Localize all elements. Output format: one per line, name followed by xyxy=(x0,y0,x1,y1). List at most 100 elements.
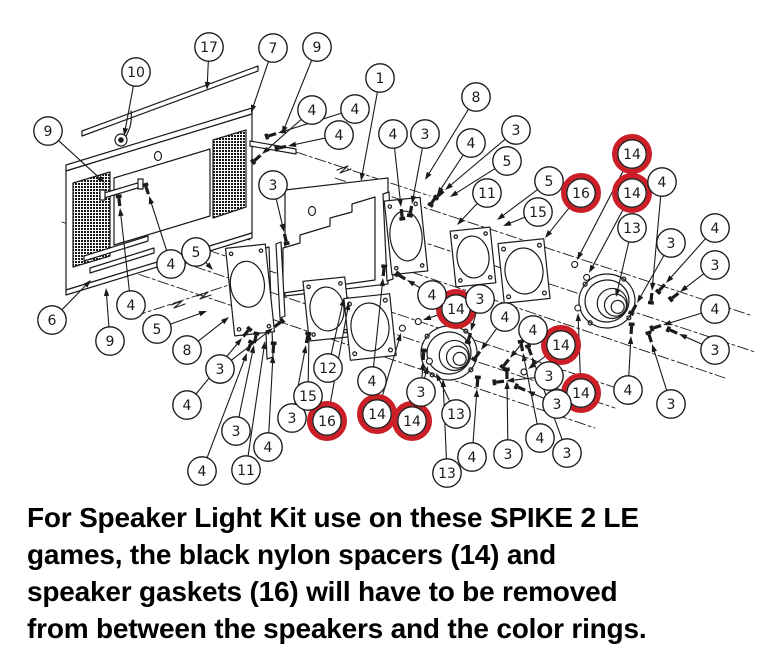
leader-arrow xyxy=(122,127,129,136)
balloon-4: 4 xyxy=(253,432,283,462)
screw-head-glyph xyxy=(246,325,253,333)
screw-head-glyph xyxy=(253,331,260,336)
balloon-number: 12 xyxy=(319,361,337,377)
leader-arrow xyxy=(506,377,515,383)
leader-arrow xyxy=(241,353,247,362)
balloon-3: 3 xyxy=(493,439,523,469)
leader-arrow xyxy=(148,196,155,205)
spacer-glyph xyxy=(583,273,591,281)
screw-glyph xyxy=(466,332,472,342)
balloon-14-highlighted: 14 xyxy=(357,394,398,435)
balloon-4: 4 xyxy=(297,95,327,125)
balloon-14-highlighted: 14 xyxy=(611,134,652,175)
leader-arrow xyxy=(198,311,207,317)
balloon-number: 4 xyxy=(264,440,273,456)
screw-head-glyph xyxy=(115,194,122,199)
screw-glyph xyxy=(629,325,634,335)
leader-arrow xyxy=(663,320,672,326)
balloon-3: 3 xyxy=(277,403,307,433)
balloon-14-highlighted: 14 xyxy=(392,401,433,442)
speaker-gasket xyxy=(497,238,551,304)
balloon-number: 4 xyxy=(536,431,545,447)
balloon-number: 16 xyxy=(572,186,590,202)
balloon-8: 8 xyxy=(461,82,491,112)
leader-arrow xyxy=(279,223,285,232)
leader-arrow xyxy=(306,332,312,341)
leader-arrow xyxy=(103,288,110,297)
balloon-5: 5 xyxy=(492,146,522,176)
balloon-4: 4 xyxy=(417,280,447,310)
balloon-10: 10 xyxy=(121,57,151,87)
leader-arrow xyxy=(521,353,528,362)
balloon-11: 11 xyxy=(472,178,502,208)
balloon-3: 3 xyxy=(465,284,495,314)
balloon-9: 9 xyxy=(95,326,125,356)
balloon-number: 5 xyxy=(545,174,554,190)
balloon-13: 13 xyxy=(441,399,471,429)
screw-head-glyph xyxy=(142,182,149,188)
balloon-4: 4 xyxy=(456,128,486,158)
screw-glyph xyxy=(271,344,276,354)
screw-glyph xyxy=(436,190,445,198)
leader-arrow xyxy=(423,366,429,375)
screw-glyph xyxy=(517,385,526,392)
balloon-14-highlighted: 14 xyxy=(611,173,652,214)
balloon-14-highlighted: 14 xyxy=(540,325,581,366)
balloon-16-highlighted: 16 xyxy=(560,173,601,214)
balloon-number: 1 xyxy=(376,71,385,87)
leader-arrow xyxy=(510,350,518,358)
spacer-glyph xyxy=(574,304,582,312)
speaker-frame xyxy=(302,276,352,342)
leader-arrow xyxy=(545,230,553,238)
balloon-number: 3 xyxy=(504,447,513,463)
leader-arrow xyxy=(637,294,644,303)
screw-head-glyph xyxy=(406,213,414,218)
screw-glyph xyxy=(658,283,666,292)
highlight-ring xyxy=(611,134,652,175)
balloon-number: 14 xyxy=(623,186,641,202)
screw-glyph xyxy=(475,378,480,388)
screw-head-glyph xyxy=(249,158,257,166)
screw-head-glyph xyxy=(627,310,635,317)
screw-head-glyph xyxy=(503,367,510,372)
balloon-number: 3 xyxy=(269,178,278,194)
leader-arrow xyxy=(532,357,538,366)
balloon-6: 6 xyxy=(37,305,67,335)
balloon-number: 3 xyxy=(417,385,426,401)
leader-arrow xyxy=(205,262,213,270)
screw-glyph xyxy=(669,328,678,335)
balloon-number: 13 xyxy=(447,407,465,423)
balloon-13: 13 xyxy=(432,458,462,488)
leader-arrow xyxy=(269,355,276,364)
balloon-7: 7 xyxy=(258,33,288,63)
leader-arrow xyxy=(261,341,267,350)
leader-arrow xyxy=(419,362,426,371)
screw-head-glyph xyxy=(464,339,472,345)
leader-arrow xyxy=(410,195,417,204)
balloon-number: 3 xyxy=(232,424,241,440)
leader-arrow xyxy=(503,220,512,226)
leader-arrow xyxy=(680,284,688,292)
balloon-number: 10 xyxy=(127,65,145,81)
leader-arrow xyxy=(445,182,453,190)
leader-arrow xyxy=(278,128,287,134)
balloon-number: 3 xyxy=(667,236,676,252)
balloon-4: 4 xyxy=(378,119,408,149)
speaker xyxy=(420,325,478,381)
balloon-number: 4 xyxy=(711,221,720,237)
speaker-frame xyxy=(224,243,276,337)
leader-arrow xyxy=(457,217,465,225)
leader-arrow xyxy=(437,186,444,195)
balloon-number: 5 xyxy=(192,245,201,261)
caption-line: For Speaker Light Kit use on these SPIKE… xyxy=(27,502,639,533)
balloon-number: 3 xyxy=(216,362,225,378)
screw-glyph xyxy=(408,205,414,215)
highlight-ring xyxy=(560,173,601,214)
spacer-glyph xyxy=(398,324,406,332)
screw-head-glyph xyxy=(645,330,652,336)
highlight-ring xyxy=(357,394,398,435)
balloon-5: 5 xyxy=(181,237,211,267)
balloon-number: 4 xyxy=(468,450,477,466)
